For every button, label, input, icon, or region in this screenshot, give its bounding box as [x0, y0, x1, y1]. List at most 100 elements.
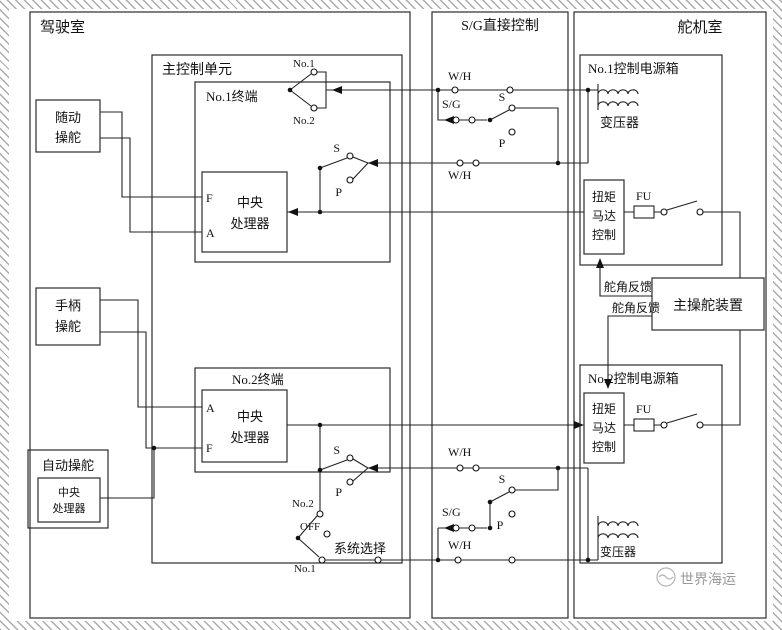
terminal-selector-no1-label: No.1 [293, 58, 315, 70]
main-steering-gear: 主操舵装置 舵角反馈 舵角反馈 [596, 258, 765, 389]
sg-column-no1: W/H S/G W/H S P S P [287, 69, 591, 216]
power-box-2: No.2控制电源箱 扭矩 马达 控制 FU 变压器 [579, 330, 741, 564]
cpu1-port-a: A [206, 226, 215, 240]
region-boxes [29, 11, 767, 619]
steering-room-label: 舵机室 [677, 19, 722, 36]
wh-label-low-upper: W/H [448, 445, 472, 459]
rudder-feedback2-label: 舵角反馈 [612, 300, 660, 315]
transformer1-symbol [597, 84, 639, 110]
feedback2-arrow-down [604, 379, 612, 389]
transformer1-label: 变压器 [600, 115, 639, 130]
breaker2-blade [666, 413, 698, 424]
bridge-wiring-harness [100, 111, 202, 499]
wh-label-bottom: W/H [448, 538, 472, 552]
arrow-left [332, 86, 342, 94]
follow-steering-label-2: 操舵 [55, 130, 81, 145]
watermark-logo-icon [656, 567, 676, 587]
auto-cpu-label-1: 中央 [58, 486, 80, 499]
power-box1-label: No.1控制电源箱 [588, 61, 679, 76]
fuse1-label: FU [636, 189, 652, 203]
cpu2-label-line2: 处理器 [230, 430, 269, 445]
system-selector-label: 系统选择 [334, 541, 386, 556]
main-control-unit-label: 主控制单元 [162, 62, 232, 78]
main-control-unit: 主控制单元 No.1终端 中央 处理器 F A No.2终端 中央 处理器 A … [151, 54, 403, 564]
sg-column-no2: W/H S/G W/H S P S P [287, 421, 598, 564]
contact-off [323, 530, 331, 538]
follow-steering-box [35, 99, 101, 153]
torque-motor-control1-box [583, 179, 625, 255]
contact-no2 [310, 104, 318, 112]
sp-switch-left-top-p: P [335, 185, 342, 199]
torque1-label-1: 扭矩 [592, 190, 616, 204]
auto-cpu-label-2: 处理器 [53, 502, 86, 515]
lever-steering-label-2: 操舵 [55, 319, 81, 334]
torque1-label-3: 控制 [592, 228, 616, 242]
torque-motor-control2-box [583, 392, 625, 464]
junction-dot [151, 445, 157, 451]
torque2-label-2: 马达 [592, 421, 616, 435]
power-box1-box [579, 54, 723, 266]
cpu2-box [201, 389, 288, 463]
system-selector-switch: No.2 OFF No.1 系统选择 [292, 472, 386, 575]
torque1-label-2: 马达 [592, 209, 616, 223]
fuse1-symbol [633, 205, 655, 219]
bridge-input-devices: 随动 操舵 手柄 操舵 自动操舵 中央 处理器 [27, 99, 109, 529]
auto-steering-label: 自动操舵 [42, 458, 94, 473]
contact-no1 [310, 68, 318, 76]
torque2-label-1: 扭矩 [592, 402, 616, 416]
wh-label-mid: W/H [448, 168, 472, 182]
lever-steering-label-1: 手柄 [55, 298, 81, 313]
watermark-wave-icon [658, 574, 674, 580]
breaker1-blade [666, 200, 698, 211]
main-steering-gear-label: 主操舵装置 [673, 298, 743, 314]
main-steering-gear-box [651, 277, 765, 331]
sp-switch-mid-top-s: S [499, 90, 506, 104]
system-selector-no1-label: No.1 [294, 563, 316, 575]
contact-no2 [316, 510, 324, 518]
sp-switch-left-bot-s: S [333, 443, 340, 457]
contact-no1 [318, 556, 326, 564]
wh-label-top: W/H [448, 69, 472, 83]
steering-room-box [573, 11, 767, 619]
power-box2-label: No.2控制电源箱 [588, 371, 679, 386]
cpu1-label-line1: 中央 [237, 195, 263, 210]
terminal2-label: No.2终端 [232, 372, 284, 387]
transformer2-symbol [597, 516, 639, 560]
cpu1-box [201, 171, 288, 253]
sp-switch-mid-top-p: P [499, 136, 506, 150]
diagram-background [9, 9, 773, 621]
terminal-selector-switch: No.1 No.2 [287, 58, 598, 127]
lever-steering-box [35, 287, 101, 346]
sg-direct-control-box [431, 11, 569, 619]
system-selector-off-label: OFF [300, 521, 320, 533]
sg-direct-control-label: S/G直接控制 [461, 17, 539, 34]
watermark: 世界海运 [656, 567, 736, 588]
sg-label-top: S/G [442, 97, 461, 111]
watermark-text: 世界海运 [680, 572, 736, 588]
follow-steering-label-1: 随动 [55, 110, 81, 125]
terminal1-box [194, 81, 391, 263]
sp-switch-left-top-s: S [333, 141, 340, 155]
terminal2-box [194, 367, 391, 473]
sg-label-bottom: S/G [442, 505, 461, 519]
terminal1-label: No.1终端 [206, 89, 258, 104]
main-control-unit-box [151, 54, 403, 564]
torque2-label-3: 控制 [592, 440, 616, 454]
system-selector-no2-label: No.2 [292, 498, 314, 510]
terminal-selector-no2-label: No.2 [293, 115, 315, 127]
sp-switch-mid-bot-s: S [499, 472, 506, 486]
bridge-region-box [29, 11, 411, 619]
power-box-1: No.1控制电源箱 变压器 扭矩 马达 控制 FU [579, 54, 741, 278]
cpu1-port-f: F [206, 191, 213, 205]
auto-steering-box [27, 449, 109, 529]
cpu2-label-line1: 中央 [237, 409, 263, 424]
power-box2-box [579, 364, 723, 564]
cpu2-port-f: F [206, 441, 213, 455]
transformer2-label: 变压器 [600, 544, 636, 559]
sp-switch-left-bot-p: P [335, 485, 342, 499]
fuse2-label: FU [636, 402, 652, 416]
fuse2-symbol [633, 418, 655, 432]
auto-steering-cpu-box [37, 477, 101, 523]
